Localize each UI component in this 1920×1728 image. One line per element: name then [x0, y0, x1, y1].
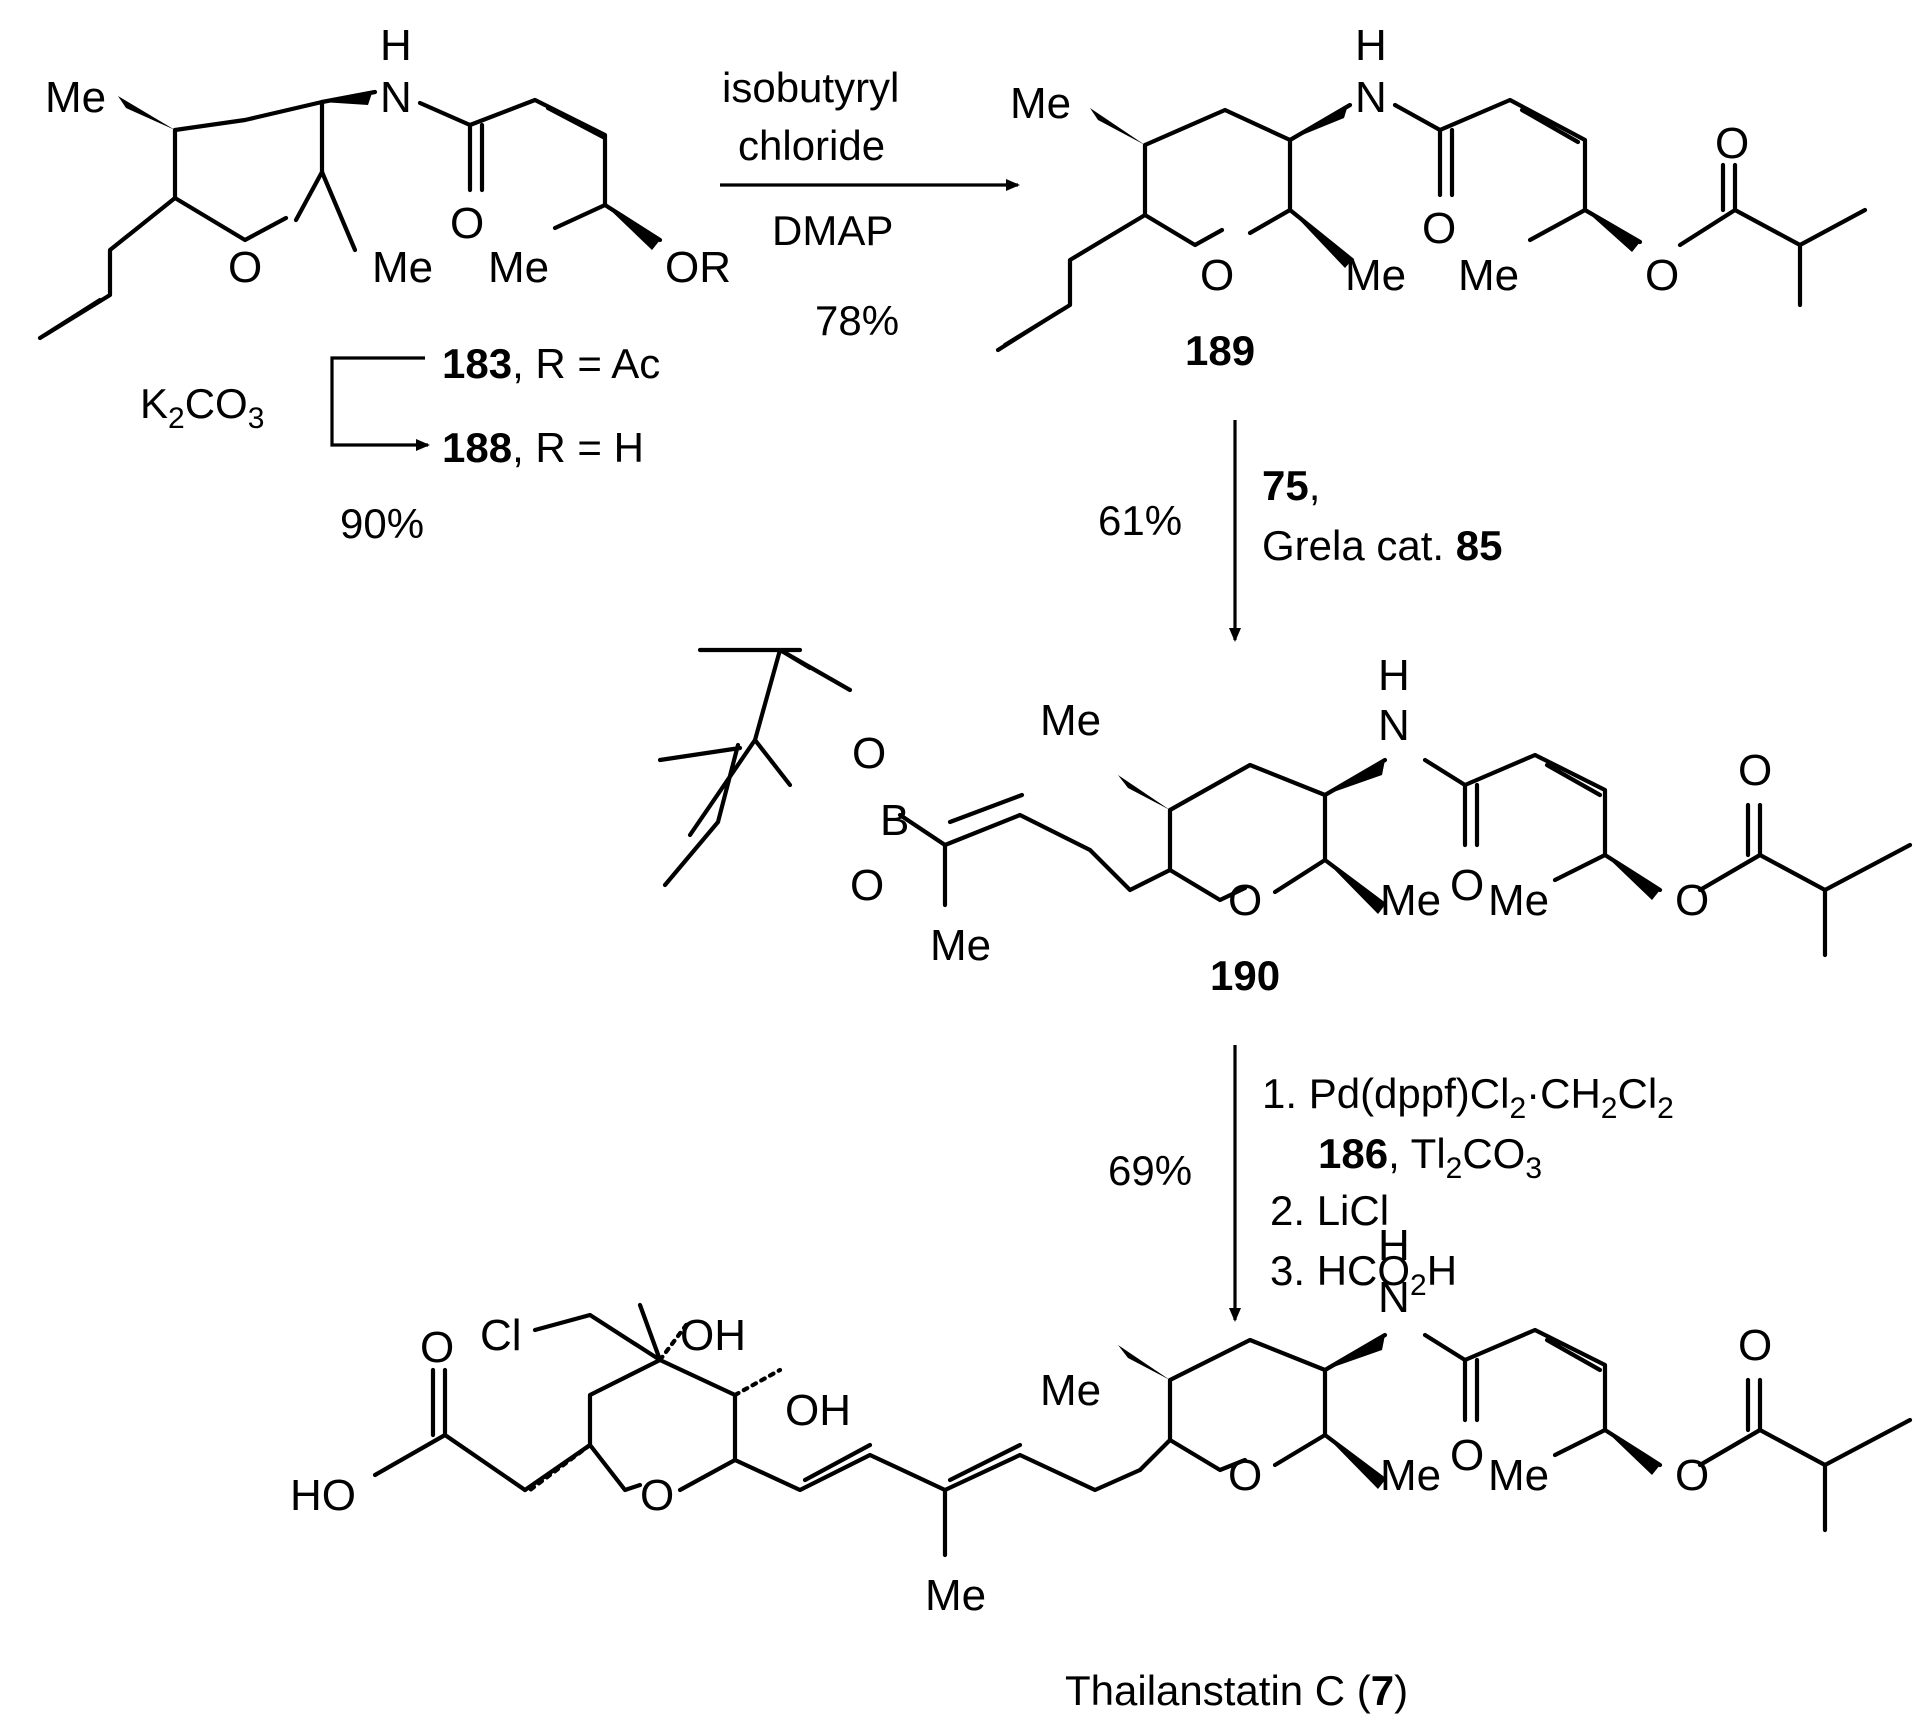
- atom-o: O: [1228, 1451, 1262, 1500]
- atom-o: O: [1738, 746, 1772, 795]
- compound-189-id: 189: [1185, 327, 1255, 374]
- reagent-dmap: DMAP: [772, 207, 893, 254]
- arrow-k2co3: [330, 356, 430, 451]
- compound-183-label: 183, R = Ac: [442, 340, 660, 387]
- atom-n: N: [1378, 1273, 1410, 1322]
- condition-line1: 1. Pd(dppf)Cl2·CH2Cl2: [1262, 1070, 1674, 1125]
- atom-o: O: [1645, 251, 1679, 300]
- atom-o: O: [1450, 861, 1484, 910]
- atom-h: H: [380, 21, 412, 70]
- yield-69: 69%: [1108, 1147, 1192, 1194]
- compound-183-r: , R = Ac: [512, 340, 660, 387]
- structure-189: Me H N O O Me Me O O 189: [995, 21, 1868, 374]
- structure-190: O O B Me Me H N O O Me Me O O 190: [657, 647, 1913, 999]
- atom-o: O: [1675, 1451, 1709, 1500]
- atom-me: Me: [488, 243, 549, 292]
- atom-me: Me: [45, 73, 106, 122]
- atom-me: Me: [1488, 1451, 1549, 1500]
- compound-188-label: 188, R = H: [442, 424, 644, 471]
- atom-n: N: [1378, 701, 1410, 750]
- yield-90: 90%: [340, 500, 424, 547]
- compound-188-id: 188: [442, 424, 512, 471]
- atom-me: Me: [1040, 1366, 1101, 1415]
- atom-o: O: [1228, 876, 1262, 925]
- atom-me: Me: [1345, 251, 1406, 300]
- atom-me: Me: [1040, 696, 1101, 745]
- atom-o: O: [1422, 204, 1456, 253]
- atom-o: O: [1200, 251, 1234, 300]
- atom-n: N: [380, 73, 412, 122]
- atom-me: Me: [372, 243, 433, 292]
- atom-me: Me: [1010, 79, 1071, 128]
- compound-190-id: 190: [1210, 952, 1280, 999]
- structure-thailanstatin-c: Cl OH OH O HO O Me Me H N O O Me Me O O …: [290, 1221, 1913, 1714]
- atom-me: Me: [930, 921, 991, 970]
- atom-o: O: [1450, 1431, 1484, 1480]
- atom-b: B: [880, 796, 909, 845]
- yield-78: 78%: [815, 297, 899, 344]
- atom-o: O: [1675, 876, 1709, 925]
- atom-o: O: [850, 861, 884, 910]
- catalyst-grela: Grela cat. 85: [1262, 522, 1502, 569]
- reagent-isobutyryl: isobutyryl: [722, 64, 899, 111]
- reagent-k2co3: K2CO3: [140, 380, 264, 435]
- atom-cl: Cl: [480, 1311, 522, 1360]
- atom-me: Me: [1380, 1451, 1441, 1500]
- yield-61: 61%: [1098, 497, 1182, 544]
- atom-o: O: [420, 1323, 454, 1372]
- atom-oh: OH: [680, 1311, 746, 1360]
- atom-h: H: [1378, 651, 1410, 700]
- reagent-75: 75,: [1262, 462, 1320, 509]
- atom-h: H: [1378, 1221, 1410, 1270]
- compound-183-id: 183: [442, 340, 512, 387]
- atom-o: O: [1715, 119, 1749, 168]
- condition-line3: 2. LiCl: [1270, 1187, 1389, 1234]
- reagent-chloride: chloride: [738, 122, 885, 169]
- atom-me: Me: [1380, 876, 1441, 925]
- atom-o: O: [450, 199, 484, 248]
- condition-line4: 3. HCO2H: [1270, 1247, 1457, 1302]
- atom-me: Me: [1458, 251, 1519, 300]
- atom-n: N: [1355, 73, 1387, 122]
- final-product-label: Thailanstatin C (7): [1065, 1667, 1408, 1714]
- atom-me: Me: [1488, 876, 1549, 925]
- atom-o: O: [1738, 1321, 1772, 1370]
- atom-ho: HO: [290, 1471, 356, 1520]
- condition-line2: 186, Tl2CO3: [1318, 1130, 1542, 1185]
- atom-or: OR: [665, 243, 731, 292]
- structure-183-188: Me H N O O Me Me OR: [37, 21, 731, 341]
- atom-o: O: [640, 1471, 674, 1520]
- compound-188-r: , R = H: [512, 424, 644, 471]
- atom-oh: OH: [785, 1386, 851, 1435]
- atom-me: Me: [925, 1571, 986, 1620]
- atom-o: O: [228, 243, 262, 292]
- atom-o: O: [852, 729, 886, 778]
- atom-h: H: [1355, 21, 1387, 70]
